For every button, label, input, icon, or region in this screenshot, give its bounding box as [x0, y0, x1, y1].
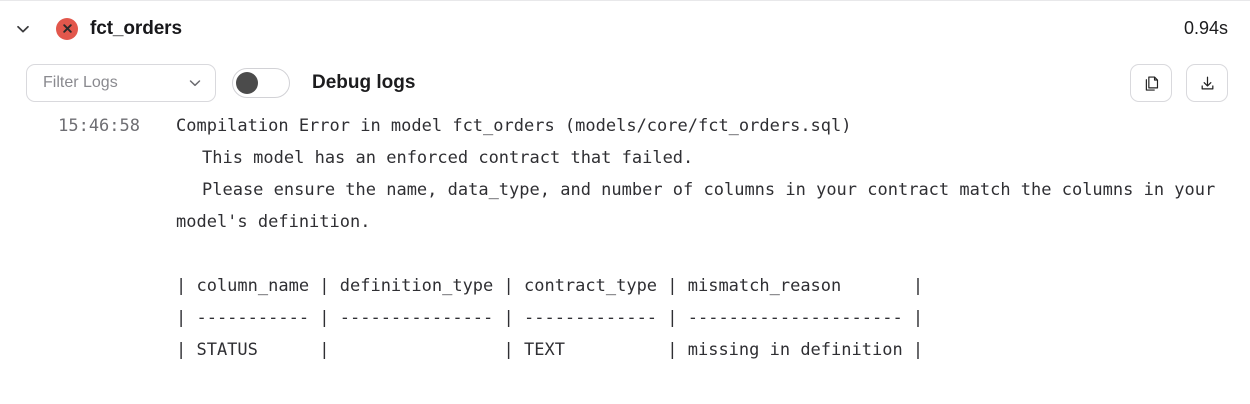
model-name: fct_orders — [90, 17, 182, 39]
download-logs-button[interactable] — [1186, 64, 1228, 102]
debug-logs-toggle[interactable] — [232, 68, 290, 98]
filter-logs-select[interactable]: Filter Logs — [26, 64, 216, 102]
run-duration: 0.94s — [1183, 18, 1228, 38]
log-entry: 15:46:58 Compilation Error in model fct_… — [0, 110, 1250, 142]
collapse-toggle-button[interactable] — [8, 14, 38, 44]
chevron-down-icon — [14, 20, 32, 38]
log-entry: This model has an enforced contract that… — [0, 142, 1250, 174]
log-toolbar: Filter Logs Debug logs — [0, 56, 1250, 110]
log-table-row: | STATUS | | TEXT | missing in definitio… — [176, 340, 924, 360]
filter-logs-placeholder: Filter Logs — [43, 74, 118, 91]
log-message-line: This model has an enforced contract that… — [202, 148, 694, 168]
clipped-log-line-above — [0, 110, 1250, 116]
log-timestamp: 15:46:58 — [58, 116, 140, 136]
log-message-line: Compilation Error in model fct_orders (m… — [176, 116, 852, 136]
toggle-knob — [236, 72, 258, 94]
copy-icon — [1142, 74, 1161, 93]
debug-logs-label: Debug logs — [312, 72, 416, 93]
log-table-header-row: | column_name | definition_type | contra… — [176, 276, 924, 296]
error-circle-x-icon — [61, 22, 74, 35]
copy-logs-button[interactable] — [1130, 64, 1172, 102]
log-panel-header: fct_orders 0.94s — [0, 1, 1250, 56]
log-entry: Please ensure the name, data_type, and n… — [0, 174, 1250, 238]
log-output[interactable]: 15:46:58 Compilation Error in model fct_… — [0, 110, 1250, 404]
log-table-separator-row: | ----------- | --------------- | ------… — [176, 308, 924, 328]
status-badge — [56, 17, 78, 40]
log-message-line: Please ensure the name, data_type, and n… — [176, 180, 1226, 232]
download-icon — [1198, 74, 1217, 93]
chevron-down-icon — [187, 75, 203, 91]
log-blank-line — [0, 238, 1250, 270]
